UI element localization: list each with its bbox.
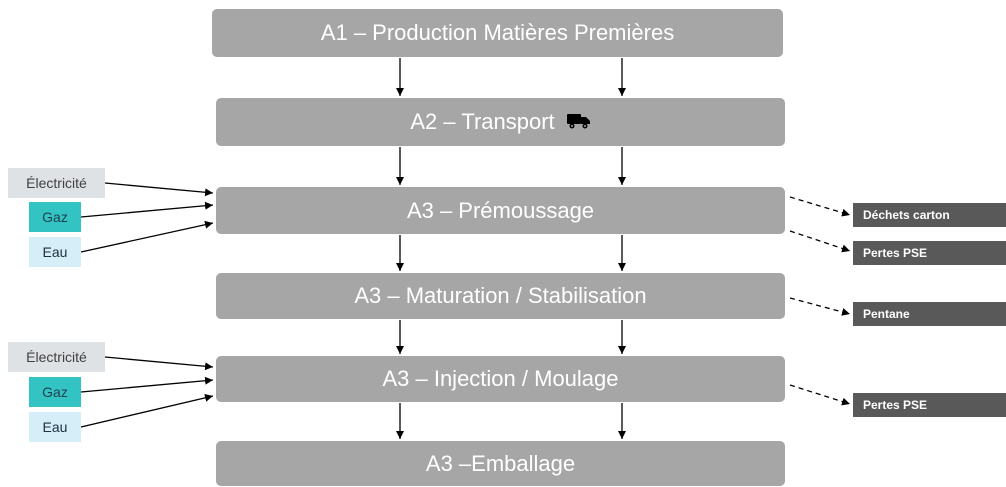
step-label: A3 – Maturation / Stabilisation <box>354 283 647 308</box>
step-a2-transport: A2 – Transport <box>216 98 785 146</box>
output-dechets-carton: Déchets carton <box>853 203 1006 227</box>
step-a3-premoussage: A3 – Prémoussage <box>216 187 785 234</box>
input-arrow <box>104 356 214 371</box>
input-arrow <box>80 220 214 253</box>
truck-icon <box>566 109 591 135</box>
step-a3-maturation: A3 – Maturation / Stabilisation <box>216 273 785 319</box>
step-a3-emballage: A3 –Emballage <box>216 441 785 486</box>
input-electricite: Électricité <box>8 168 105 198</box>
input-eau: Eau <box>29 412 81 442</box>
input-gaz: Gaz <box>29 202 81 232</box>
input-arrow <box>80 393 214 428</box>
input-arrow <box>80 201 214 218</box>
output-pertes-pse: Pertes PSE <box>853 241 1006 265</box>
step-label: A3 – Injection / Moulage <box>382 366 619 391</box>
output-arrow <box>789 230 851 253</box>
step-label: A1 – Production Matières Premières <box>320 20 675 45</box>
step-a1-production: A1 – Production Matières Premières <box>212 9 783 57</box>
input-gaz: Gaz <box>29 377 81 407</box>
input-electricite: Électricité <box>8 342 105 372</box>
step-label: A3 –Emballage <box>425 450 576 476</box>
output-arrow <box>789 196 851 217</box>
output-pentane: Pentane <box>853 302 1006 326</box>
input-eau: Eau <box>29 237 81 267</box>
step-a3-injection: A3 – Injection / Moulage <box>216 356 785 402</box>
step-label: A2 – Transport <box>410 109 555 134</box>
output-pertes-pse: Pertes PSE <box>853 393 1006 417</box>
input-arrow <box>104 182 214 197</box>
output-arrow <box>789 297 851 316</box>
output-arrow <box>789 384 851 406</box>
input-arrow <box>80 376 214 393</box>
step-label: A3 – Prémoussage <box>406 197 595 223</box>
